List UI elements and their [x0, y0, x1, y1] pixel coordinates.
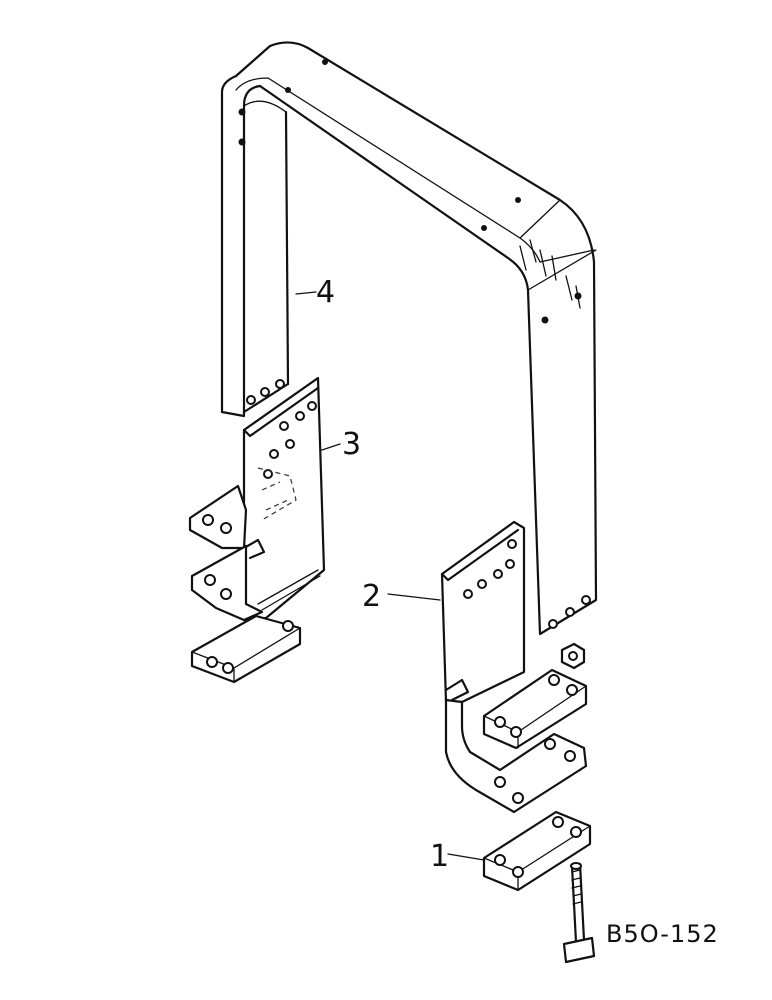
drawing-reference-code: B5O-152 — [606, 920, 719, 948]
callout-label-4: 4 — [316, 275, 335, 310]
callout-label-1: 1 — [430, 839, 449, 874]
right-bracket-part-2 — [440, 520, 588, 814]
base-pad-part-1 — [482, 810, 592, 892]
callout-label-3: 3 — [342, 427, 361, 462]
left-bracket-part-3 — [188, 376, 326, 684]
callout-label-2: 2 — [362, 579, 381, 614]
frame-bracket-part-4 — [220, 41, 598, 636]
leader-lines — [295, 291, 485, 861]
bolt — [562, 862, 596, 964]
